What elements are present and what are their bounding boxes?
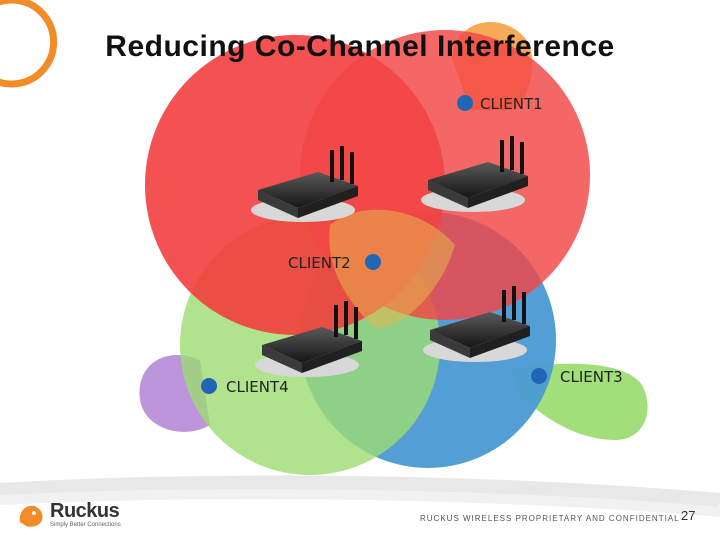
page-number: 27	[681, 508, 696, 523]
client1-dot	[457, 95, 473, 111]
access-point-1	[251, 146, 358, 222]
access-point-3	[255, 301, 362, 377]
client1-label: CLIENT1	[480, 95, 543, 113]
footer-swoosh-light	[0, 489, 720, 517]
client4-label: CLIENT4	[226, 378, 289, 396]
slide-title: Reducing Co-Channel Interference	[105, 30, 615, 63]
access-point-4	[423, 286, 530, 362]
access-point-2	[421, 136, 528, 212]
footer-swoosh	[0, 475, 720, 507]
client2-label: CLIENT2	[288, 254, 351, 272]
client3-dot	[531, 368, 547, 384]
ruckus-logo: Ruckus Simply Better Connections	[16, 500, 136, 530]
ruckus-dog-icon	[19, 505, 43, 527]
client2-dot	[365, 254, 381, 270]
client3-label: CLIENT3	[560, 368, 623, 386]
client4-dot	[201, 378, 217, 394]
overlap-area	[329, 209, 455, 329]
corner-arc-decoration	[0, 0, 58, 88]
logo-name: Ruckus	[50, 500, 120, 522]
logo-tagline: Simply Better Connections	[50, 522, 121, 528]
confidential-notice: RUCKUS WIRELESS PROPRIETARY AND CONFIDEN…	[420, 514, 680, 523]
